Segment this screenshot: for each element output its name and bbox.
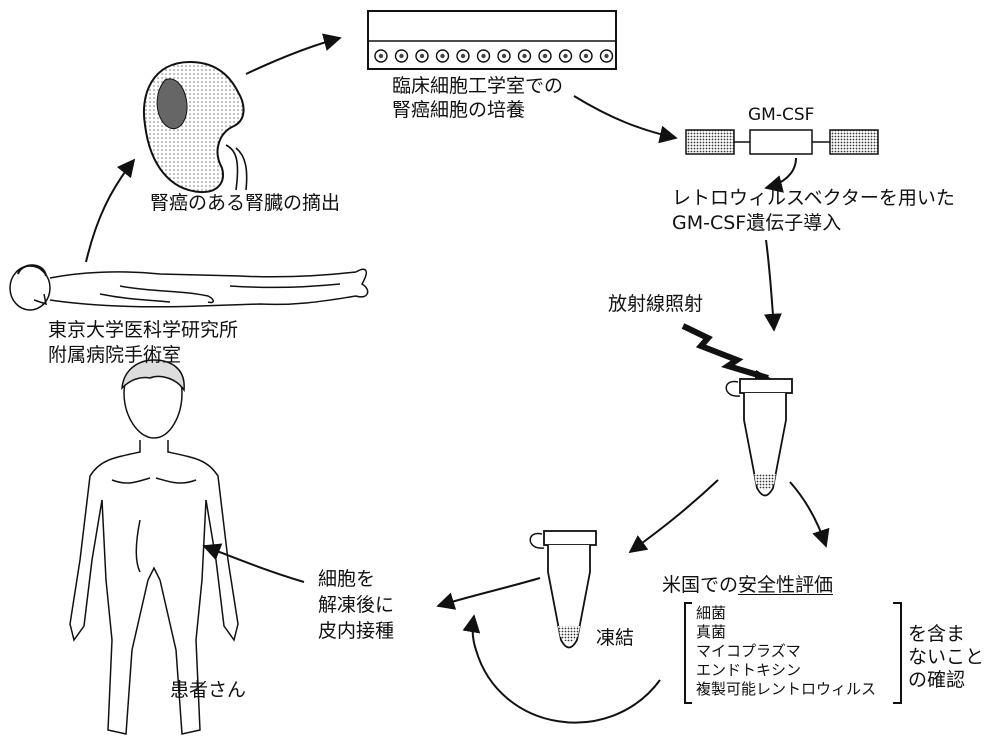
gm-csf-construct <box>686 130 878 154</box>
conclusion-line1: を含ま <box>908 622 965 646</box>
cell-nucleus <box>379 54 383 58</box>
retrovirus-label-line2: GM-CSF遺伝子導入 <box>672 211 841 235</box>
cell-nucleus <box>543 54 547 58</box>
nephrectomy-label: 腎癌のある腎臓の摘出 <box>150 191 340 215</box>
cell-nucleus <box>584 54 588 58</box>
tube-frozen <box>530 531 596 648</box>
arrow-surgery-to-kidney <box>86 160 134 262</box>
test-item-mycoplasma: マイコプラズマ <box>696 642 801 661</box>
lying-patient-illustration <box>10 265 368 310</box>
arrow-construct-to-transduction <box>766 158 796 188</box>
arrow-tube-to-frozen <box>630 480 718 552</box>
hospital-label-line1: 東京大学医科学研究所 <box>48 318 238 342</box>
conclusion-line3: の確認 <box>908 668 965 692</box>
arrow-culture-to-construct <box>574 96 676 138</box>
arrow-injection-to-patient <box>204 546 304 582</box>
arrow-frozen-to-injection <box>438 578 540 606</box>
safety-evaluation-heading: 米国での安全性評価 <box>662 573 833 597</box>
cell-nucleus <box>502 54 506 58</box>
cell-nucleus <box>604 54 608 58</box>
test-item-rcr: 複製可能レントロウィルス <box>696 680 876 699</box>
retrovirus-label-line1: レトロウィルスベクターを用いた <box>672 186 955 210</box>
freezing-label: 凍結 <box>596 626 634 650</box>
injection-label-line3: 皮内接種 <box>318 619 394 643</box>
culture-label-line1: 臨床細胞工学室での <box>392 74 563 98</box>
safety-underlined: 安全性評価 <box>738 574 833 596</box>
cell-nucleus <box>481 54 485 58</box>
tube-irradiated <box>726 379 792 496</box>
conclusion-line2: ないこと <box>908 645 984 669</box>
culture-label-line2: 腎癌細胞の培養 <box>392 98 525 122</box>
arrow-transduction-to-tube <box>766 240 774 330</box>
gene-name-label: GM-CSF <box>748 104 814 126</box>
cell-nucleus <box>461 54 465 58</box>
test-item-bacteria: 細菌 <box>696 604 726 623</box>
culture-flask <box>368 11 616 69</box>
arrow-tube-to-safety <box>790 482 826 546</box>
irradiation-label: 放射線照射 <box>608 292 703 316</box>
test-item-endotoxin: エンドトキシン <box>696 661 801 680</box>
cell-nucleus <box>420 54 424 58</box>
kidney-illustration <box>144 62 247 192</box>
cell-nucleus <box>440 54 444 58</box>
injection-label-line2: 解凍後に <box>318 593 394 617</box>
cell-nucleus <box>563 54 567 58</box>
cell-nucleus <box>399 54 403 58</box>
cell-nucleus <box>522 54 526 58</box>
irradiation-bolt <box>683 326 772 386</box>
injection-label-line1: 細胞を <box>318 567 375 591</box>
arrow-kidney-to-culture <box>246 38 340 74</box>
safety-prefix: 米国での <box>662 574 738 596</box>
hospital-label-line2: 附属病院手術室 <box>48 343 181 367</box>
test-item-fungi: 真菌 <box>696 623 726 642</box>
patient-label: 患者さん <box>170 678 246 702</box>
